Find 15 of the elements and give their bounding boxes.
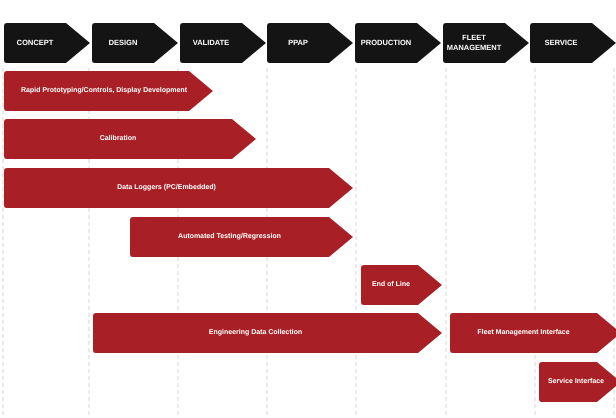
- task-bar: [4, 119, 256, 159]
- phase-block: [180, 23, 266, 63]
- phase-block: [443, 23, 529, 63]
- task-bar: [361, 265, 442, 305]
- phase-block: [4, 23, 90, 63]
- task-bar: [539, 362, 616, 402]
- task-bar: [93, 313, 442, 353]
- task-bar: [4, 168, 353, 208]
- phase-block: [355, 23, 441, 63]
- task-bar: [4, 71, 213, 111]
- task-bar: [450, 313, 616, 353]
- phase-block: [92, 23, 178, 63]
- task-bar: [130, 217, 353, 257]
- phase-block: [267, 23, 353, 63]
- phase-block: [530, 23, 616, 63]
